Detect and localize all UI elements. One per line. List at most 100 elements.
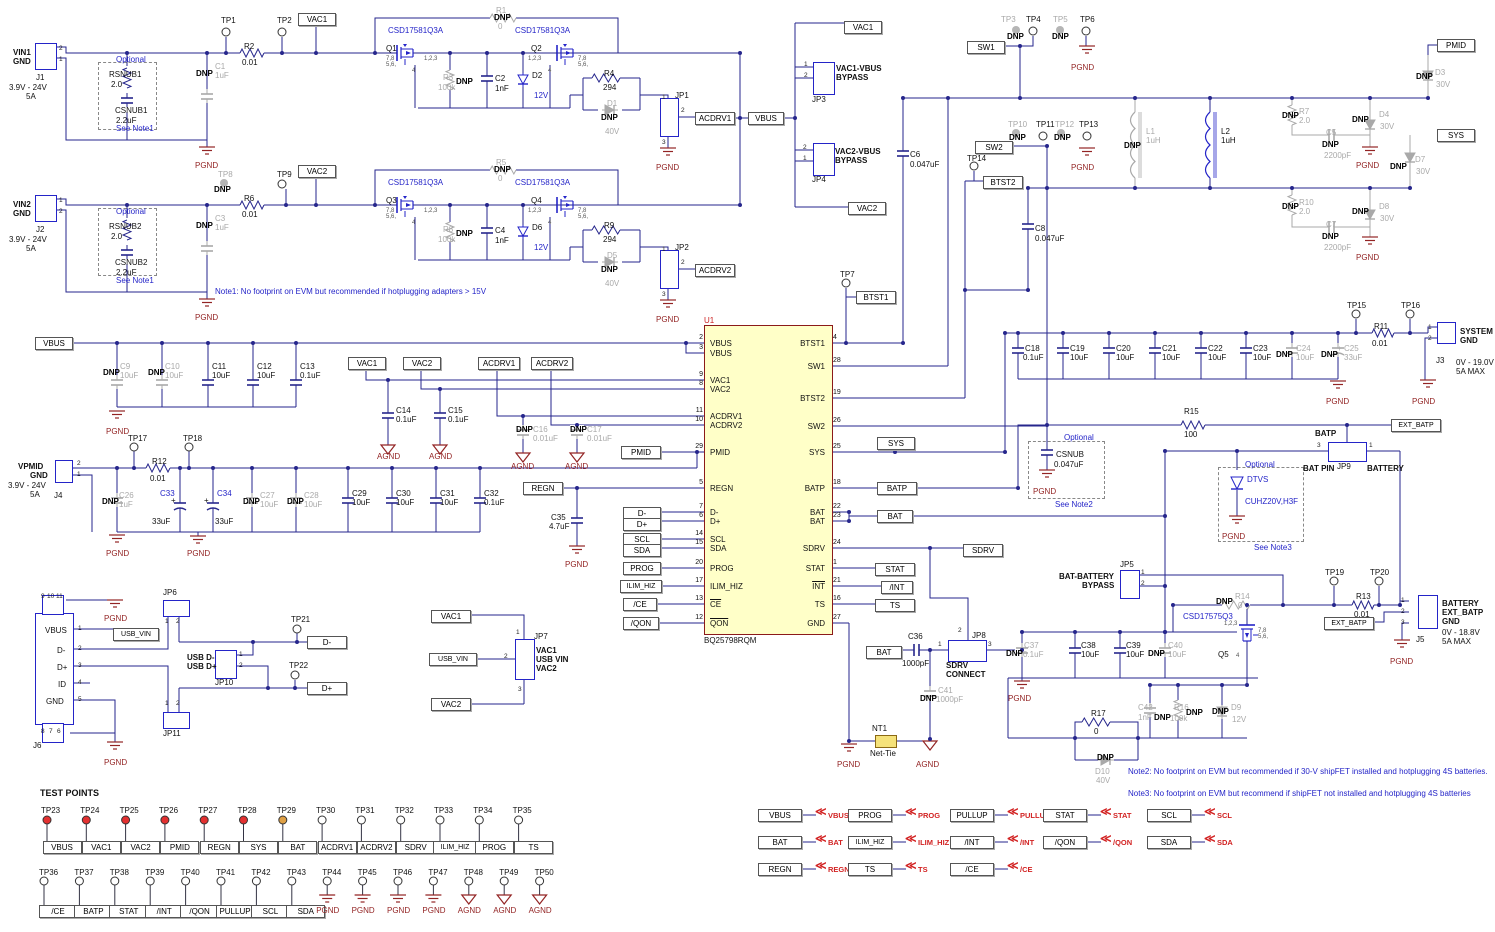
ic-pin-label: SW2 (807, 422, 825, 431)
text-2: 2 (958, 627, 962, 634)
text-system: SYSTEM (1460, 327, 1493, 336)
text-0-1uf: 0.1uF (300, 371, 321, 380)
text-dnp: DNP (1007, 32, 1024, 41)
port-flag-box-ce: /CE (950, 863, 994, 876)
text-c38: C38 (1081, 641, 1096, 650)
text-vac2: VAC2 (536, 664, 557, 673)
testpoint-net-regn: REGN (199, 841, 239, 854)
text-2-0: 2.0 (1299, 116, 1311, 125)
net-label-sda: SDA (623, 544, 661, 557)
ic-pin-label: VBUS (710, 339, 732, 348)
ic-pin-number: 10 (695, 416, 703, 423)
port-flag-box-ilim_hiz: ILIM_HIZ (848, 836, 892, 849)
text-d-: D+ (57, 663, 68, 672)
text-3-9v-24v: 3.9V - 24V (9, 235, 47, 244)
text-dnp: DNP (1054, 133, 1071, 142)
testpoint-net-ts: TS (514, 841, 554, 854)
net-label-pmid: PMID (621, 446, 661, 459)
text-dnp: DNP (1282, 202, 1299, 211)
net-label-acdrv2: ACDRV2 (695, 264, 735, 277)
text-0: 0 (1094, 727, 1099, 736)
text-see-note3: See Note3 (1254, 543, 1292, 552)
optional-dnp-box (98, 208, 157, 276)
net-label-btst1: BTST1 (856, 291, 896, 304)
text-gnd: GND (13, 57, 31, 66)
testpoint-net-sda: SDA (286, 905, 326, 918)
text-pgnd: PGND (656, 163, 680, 172)
ic-pin-number: 11 (695, 407, 703, 414)
text-1: 1 (78, 625, 82, 632)
text-1: 1 (239, 651, 243, 658)
net-label-vbus: VBUS (35, 337, 73, 350)
text-10uf: 10uF (1208, 353, 1227, 362)
text-c20: C20 (1116, 344, 1131, 353)
text-j6: J6 (33, 741, 42, 750)
text-r14: R14 (1235, 592, 1250, 601)
text-tp17: TP17 (128, 434, 148, 443)
text-dnp: DNP (243, 497, 260, 506)
text-294: 294 (603, 83, 617, 92)
text-2-0: 2.0 (111, 232, 123, 241)
testpoint-net-sys: SYS (239, 841, 278, 854)
text-pgnd: PGND (837, 760, 861, 769)
text-33uf: 33uF (215, 517, 234, 526)
ic-pin-number: 25 (833, 443, 841, 450)
testpoint-gnd-agnd: AGND (528, 906, 552, 915)
text-r9: R9 (604, 221, 615, 230)
text-gnd: GND (30, 471, 48, 480)
text-100: 100 (1184, 430, 1198, 439)
text-dnp: DNP (196, 221, 213, 230)
ic-pin-number: 1 (833, 559, 837, 566)
text-4-7uf: 4.7uF (549, 522, 570, 531)
text-dnp: DNP (103, 368, 120, 377)
text-dnp: DNP (1352, 115, 1369, 124)
text-jp10: JP10 (215, 678, 234, 687)
text-c25: C25 (1344, 344, 1359, 353)
text-1000pf: 1000pF (936, 695, 964, 704)
text-pgnd: PGND (1033, 487, 1057, 496)
text-c27: C27 (260, 491, 275, 500)
testpoint-net-bat: BAT (278, 841, 318, 854)
text-dnp: DNP (1322, 140, 1339, 149)
text-pgnd: PGND (1326, 397, 1350, 406)
jumper-jp5 (1120, 570, 1140, 599)
net-label-acdrv1: ACDRV1 (478, 357, 520, 370)
port-flag-chevron-icon: ≪ (905, 833, 917, 845)
port-flag-box-stat: STAT (1043, 809, 1087, 822)
net-label-d-: D- (307, 636, 347, 649)
text-tp22: TP22 (289, 661, 309, 670)
text-5-6-: 5,6, (386, 62, 397, 68)
text-2: 2 (803, 144, 807, 151)
testpoint-label-tp41: TP41 (216, 868, 236, 877)
port-flag-name-sda: SDA (1217, 838, 1233, 847)
text-c22: C22 (1208, 344, 1223, 353)
text-1: 1 (165, 700, 169, 707)
text-r2: R2 (244, 42, 255, 51)
text-q5: Q5 (1218, 650, 1229, 659)
text-pgnd: PGND (1356, 253, 1380, 262)
net-tie-nt1 (875, 735, 897, 748)
testpoint-net-ce: /CE (38, 905, 78, 918)
jumper-jp2 (660, 250, 679, 289)
text-note2-no-footprint-on-evm-but-recommended-if-30-v-shipfet-installed-and-hotplugging-4s-batteries-: Note2: No footprint on EVM but recommend… (1128, 767, 1488, 776)
text-c31: C31 (440, 489, 455, 498)
testpoint-gnd-pgnd: PGND (316, 906, 340, 915)
text-dnp: DNP (148, 368, 165, 377)
text-11: 11 (56, 593, 63, 600)
text-9: 9 (41, 593, 45, 600)
text-1: 1 (59, 56, 63, 63)
text-5-6-: 5,6, (386, 214, 397, 220)
text-1: 1 (662, 94, 666, 101)
text-c30: C30 (396, 489, 411, 498)
text-r4: R4 (604, 69, 615, 78)
text-dtvs: DTVS (1247, 475, 1269, 484)
text-c13: C13 (300, 362, 315, 371)
text-2: 2 (1401, 608, 1405, 615)
text-dnp: DNP (1321, 350, 1338, 359)
ic-pin-label: VBUS (710, 349, 732, 358)
text-2: 2 (1428, 335, 1432, 342)
port-flag-box-regn: REGN (758, 863, 802, 876)
text-4: 4 (412, 68, 416, 74)
text-0-01uf: 0.01uF (533, 434, 558, 443)
text-12v: 12V (534, 91, 549, 100)
